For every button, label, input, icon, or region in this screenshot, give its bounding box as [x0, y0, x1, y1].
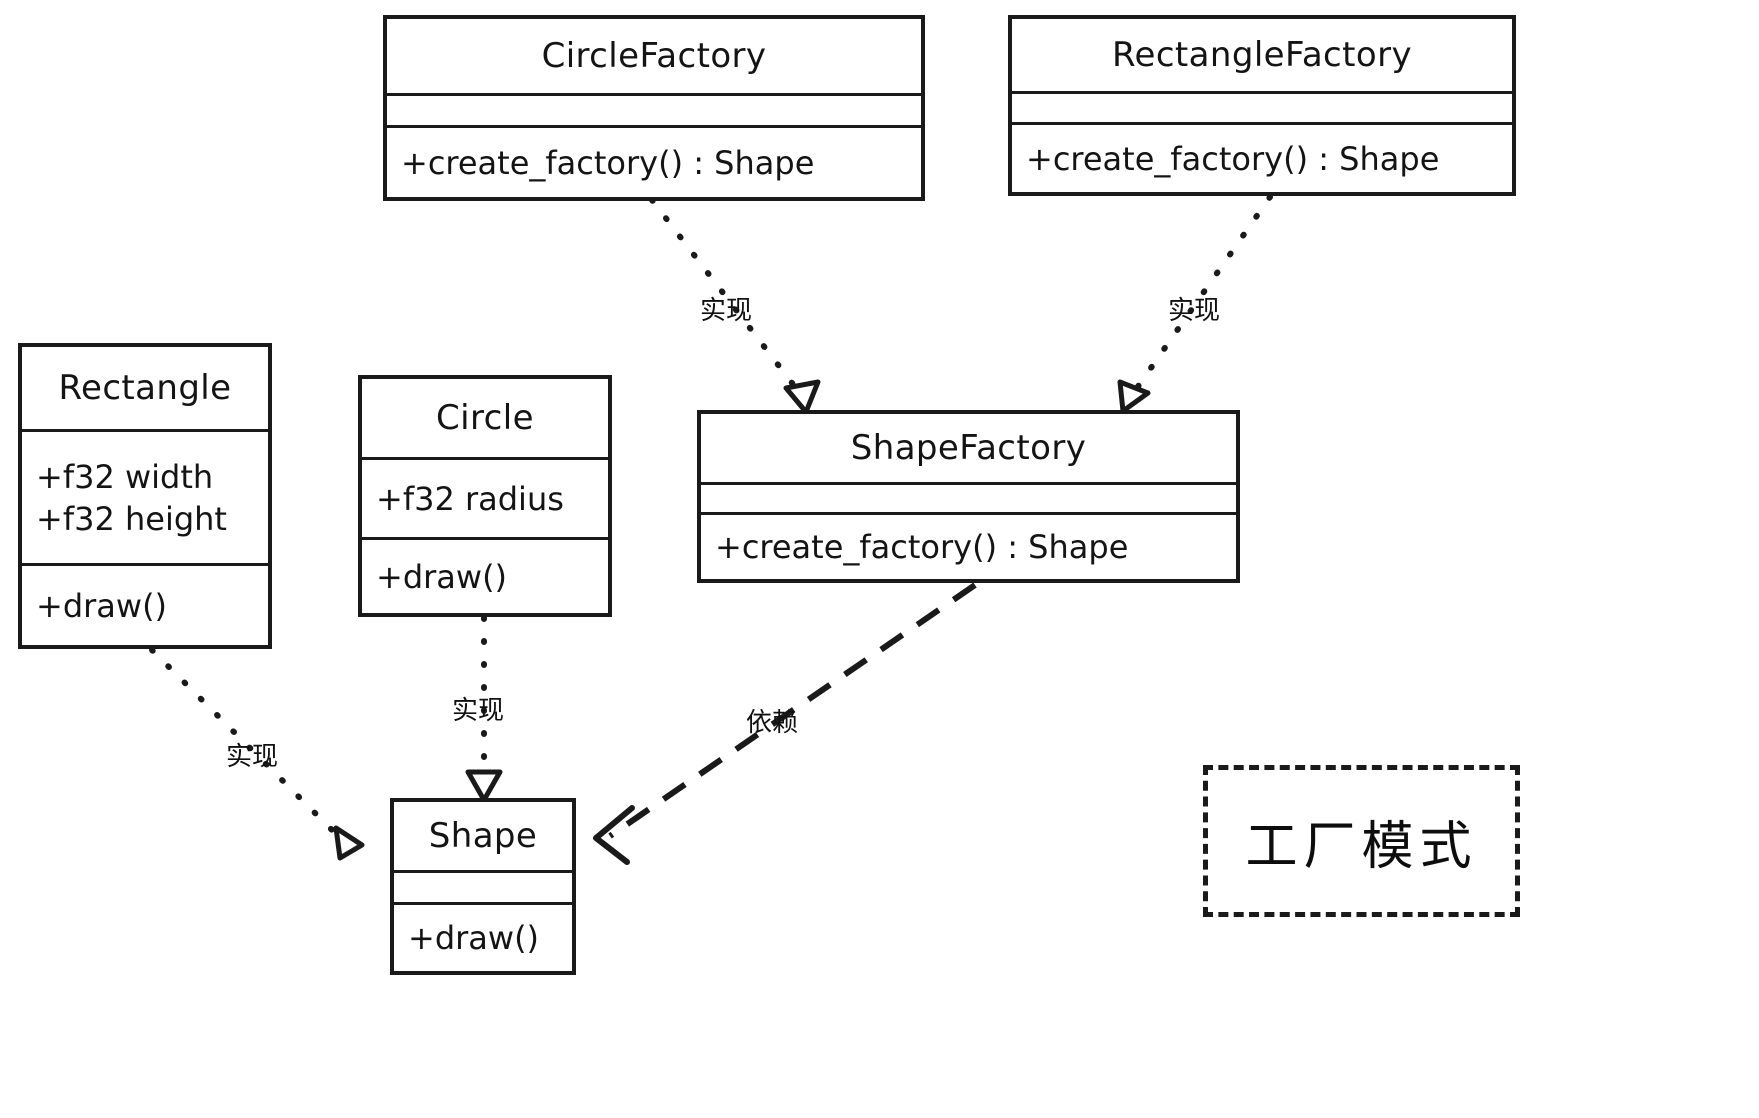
class-name-shape: Shape: [428, 816, 538, 856]
method-row: +create_factory() : Shape: [715, 528, 1129, 566]
class-box-shapefactory[interactable]: ShapeFactory +create_factory() : Shape: [697, 410, 1240, 583]
pattern-note-box: 工厂模式: [1203, 765, 1520, 917]
edge-label-shapefactory-dependency: 依赖: [746, 708, 799, 738]
class-methods-rectanglefactory: +create_factory() : Shape: [1012, 122, 1512, 192]
class-attributes-shape: [394, 870, 572, 902]
class-name-rectangle: Rectangle: [58, 368, 232, 408]
attribute-row: +f32 radius: [376, 479, 564, 518]
method-row: +create_factory() : Shape: [1026, 139, 1440, 178]
class-box-circlefactory[interactable]: CircleFactory +create_factory() : Shape: [383, 15, 925, 201]
class-methods-circle: +draw(): [362, 537, 608, 613]
class-name-circlefactory: CircleFactory: [541, 36, 767, 76]
class-methods-rectangle: +draw(): [22, 563, 268, 645]
class-box-rectanglefactory[interactable]: RectangleFactory +create_factory() : Sha…: [1008, 15, 1516, 196]
pattern-note-text: 工厂模式: [1245, 816, 1478, 877]
class-methods-shapefactory: +create_factory() : Shape: [701, 512, 1236, 579]
method-row: +draw(): [376, 557, 508, 596]
class-attributes-circle: +f32 radius: [362, 457, 608, 537]
class-name-shapefactory: ShapeFactory: [850, 428, 1087, 468]
class-attributes-rectangle: +f32 width +f32 height: [22, 429, 268, 563]
class-name-circle: Circle: [436, 398, 534, 438]
class-attributes-shapefactory: [701, 482, 1236, 512]
class-box-shape[interactable]: Shape +draw(): [390, 798, 576, 975]
method-row: +create_factory() : Shape: [401, 143, 815, 182]
edge-label-rectangle-realization: 实现: [226, 742, 279, 772]
attribute-row: +f32 height: [36, 499, 227, 538]
class-box-rectangle[interactable]: Rectangle +f32 width +f32 height +draw(): [18, 343, 272, 649]
class-box-circle[interactable]: Circle +f32 radius +draw(): [358, 375, 612, 617]
class-attributes-circlefactory: [387, 93, 921, 125]
class-name-rectanglefactory: RectangleFactory: [1112, 35, 1412, 75]
attribute-row: +f32 width: [36, 457, 214, 496]
class-attributes-rectanglefactory: [1012, 91, 1512, 122]
method-row: +draw(): [408, 919, 540, 957]
class-methods-circlefactory: +create_factory() : Shape: [387, 125, 921, 197]
class-methods-shape: +draw(): [394, 902, 572, 971]
edge-label-circlefactory-realization: 实现: [700, 296, 753, 326]
edge-label-rectanglefactory-realization: 实现: [1168, 296, 1221, 326]
method-row: +draw(): [36, 586, 168, 625]
edge-label-circle-realization: 实现: [452, 696, 505, 726]
